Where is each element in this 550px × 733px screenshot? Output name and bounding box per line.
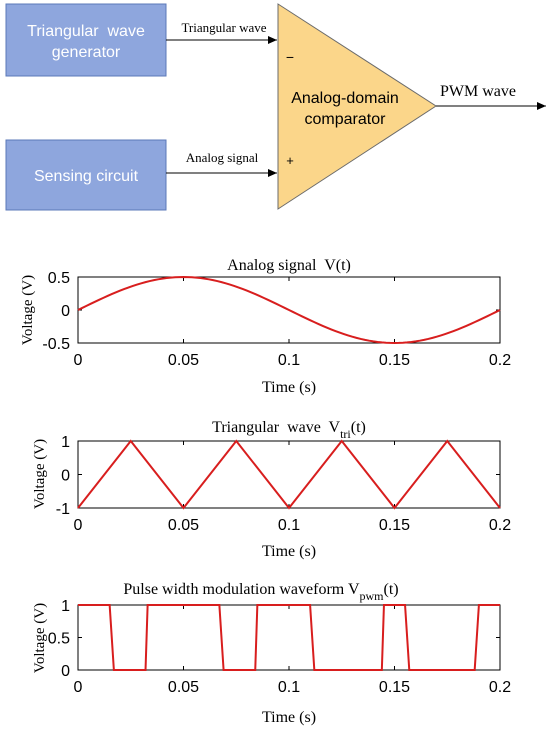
y-tick-label: 0 [61,303,70,320]
triangular-wave-signal-label: Triangular wave [181,20,266,35]
title-main: Pulse width modulation waveform V [123,581,360,598]
analog-signal-series-line [77,275,501,345]
title-subscript: pwm [360,589,385,603]
triangular-wave-generator-block [5,3,167,77]
comparator-plus-sign: + [286,153,294,168]
y-tick-label: 1 [61,434,70,451]
x-tick-label: 0.15 [379,517,410,534]
y-tick-label: 0.5 [48,270,70,287]
generator-label-line2: generator [52,44,121,61]
x-tick-label: 0 [74,352,83,369]
x-tick-label: 0.1 [278,352,300,369]
analog-signal-label: Analog signal [186,150,259,165]
y-tick-label: 0 [61,468,70,485]
y-tick-label: 0.5 [48,631,70,648]
block-diagram: Triangular wave generator Sensing circui… [5,3,546,211]
title-main: Triangular wave V [212,419,340,436]
comparator-minus-sign: − [286,49,294,65]
x-tick-label: 0.05 [168,517,199,534]
x-tick-label: 0.15 [379,679,410,696]
generator-label-line1: Triangular wave [27,23,145,40]
chart-title: Pulse width modulation waveform Vpwm(t) [123,581,398,603]
x-axis-label: Time (s) [262,379,316,396]
y-axis-label: Voltage (V) [32,439,48,509]
analog-comparator-triangle [277,3,437,210]
x-tick-label: 0.2 [489,352,511,369]
x-axis-label: Time (s) [262,543,316,560]
x-tick-label: 0 [74,517,83,534]
pwm-waveform-chart: Pulse width modulation waveform Vpwm(t) … [32,581,511,726]
x-tick-label: 0.05 [168,352,199,369]
x-tick-label: 0.15 [379,352,410,369]
x-tick-label: 0.2 [489,517,511,534]
x-axis-label: Time (s) [262,709,316,726]
x-tick-label: 0.2 [489,679,511,696]
sensing-label: Sensing circuit [34,168,139,185]
x-tick-label: 0.1 [278,517,300,534]
y-tick-label: -0.5 [42,336,70,353]
comparator-label-line2: comparator [305,111,387,128]
y-axis-label: Voltage (V) [32,603,48,673]
x-tick-label: 0.1 [278,679,300,696]
pwm-series-line [78,604,500,671]
pwm-wave-label: PWM wave [440,83,516,100]
sensing-circuit-block [5,139,167,211]
title-subscript: tri [340,427,351,441]
y-tick-label: 0 [61,663,70,680]
title-end: (t) [384,581,399,598]
x-tick-label: 0.05 [168,679,199,696]
chart-title: Analog signal V(t) [227,257,351,274]
x-tick-label: 0 [74,679,83,696]
comparator-label-line1: Analog-domain [291,90,399,107]
y-axis-label: Voltage (V) [20,275,36,345]
chart-title: Triangular wave Vtri(t) [212,419,366,441]
plot-frame [77,440,501,509]
title-end: (t) [351,419,366,436]
triangular-wave-series-line [77,439,501,510]
y-tick-label: 1 [61,598,70,615]
plot-frame [77,604,501,671]
y-tick-label: -1 [56,501,70,518]
